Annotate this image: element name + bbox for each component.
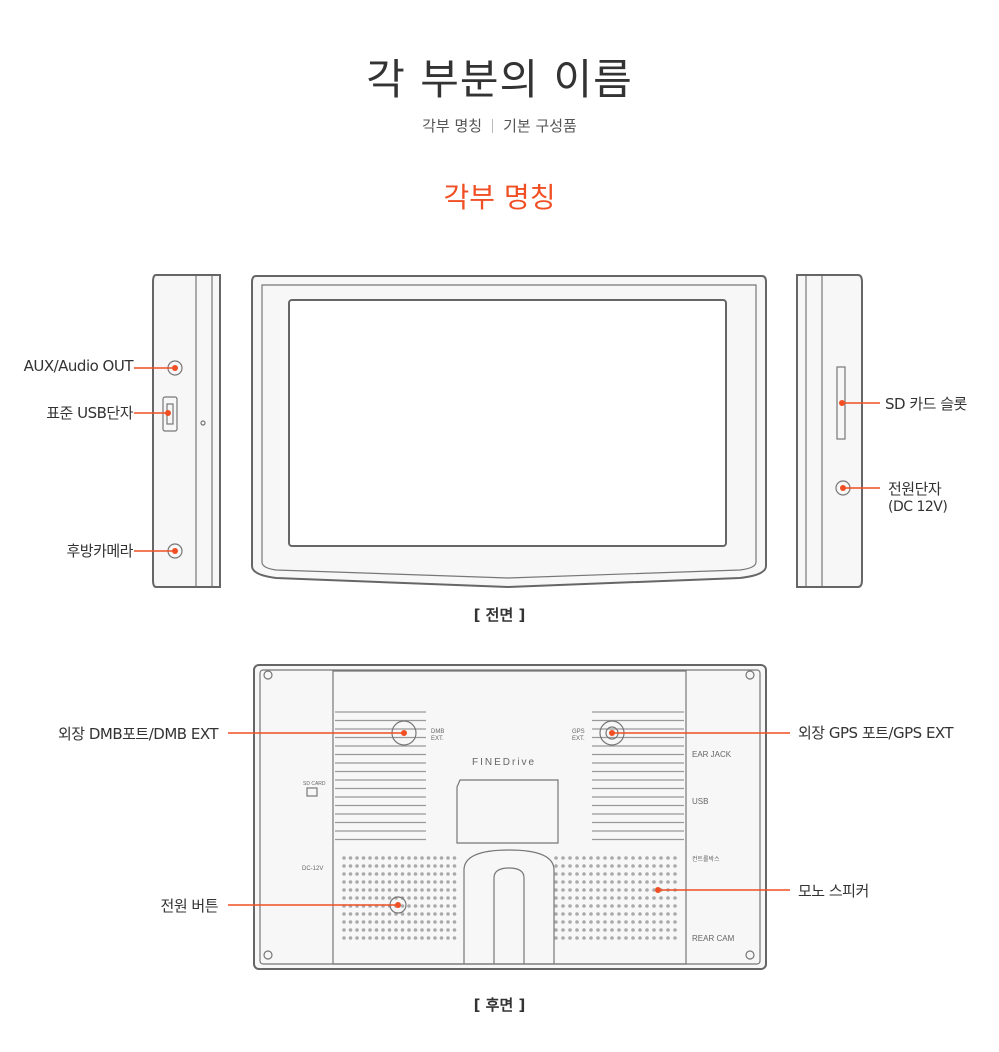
sd-card-text: SD CARD [303, 781, 326, 787]
usb-port-icon [162, 396, 178, 432]
gps-ext-text: GPS [572, 729, 585, 735]
section-title: 각부 명칭 [443, 181, 556, 214]
label-dmb-port: 외장 DMB포트/DMB EXT [57, 725, 219, 743]
label-power-button: 전원 버튼 [160, 897, 219, 915]
nav-basic-components[interactable]: 기본 구성품 [503, 117, 577, 135]
label-sd-slot: SD 카드 슬롯 [885, 395, 967, 413]
front-caption: [ 전면 ] [473, 606, 526, 624]
nav-separator [492, 119, 494, 133]
dc-text: DC-12V [302, 866, 323, 872]
control-box-text: 컨트롤박스 [692, 855, 720, 863]
dmb-ext-text-2: EXT. [431, 736, 444, 742]
label-mono-speaker: 모노 스피커 [798, 882, 869, 900]
brand-logo: FINEDrive [472, 757, 536, 768]
label-area [456, 779, 559, 844]
label-usb-port: 표준 USB단자 [46, 404, 133, 422]
front-view [251, 275, 767, 589]
right-side-view [796, 274, 863, 588]
label-power-jack: 전원단자 [888, 480, 942, 498]
gps-ext-text-2: EXT. [572, 736, 585, 742]
usb-text: USB [692, 797, 708, 806]
label-power-jack-spec: (DC 12V) [888, 499, 948, 515]
rear-cam-text: REAR CAM [692, 934, 735, 943]
stand-mount [463, 849, 555, 964]
callouts [134, 365, 880, 908]
back-view: DMB EXT. GPS EXT. FINEDrive EAR JACK USB… [253, 664, 767, 970]
left-side-view [152, 274, 221, 588]
dmb-ext-text: DMB [431, 729, 444, 735]
label-gps-port: 외장 GPS 포트/GPS EXT [798, 724, 954, 742]
back-caption: [ 후면 ] [473, 996, 526, 1014]
sub-navigation: 각부 명칭 기본 구성품 [0, 115, 999, 136]
screen [288, 299, 727, 547]
page-title: 각 부분의 이름 [366, 55, 633, 104]
label-rear-camera: 후방카메라 [66, 542, 133, 560]
ear-jack-text: EAR JACK [692, 750, 732, 759]
label-aux-audio-out: AUX/Audio OUT [23, 357, 134, 375]
vent-pattern [335, 711, 684, 940]
sd-card-icon [306, 787, 318, 797]
nav-part-names[interactable]: 각부 명칭 [422, 117, 483, 135]
